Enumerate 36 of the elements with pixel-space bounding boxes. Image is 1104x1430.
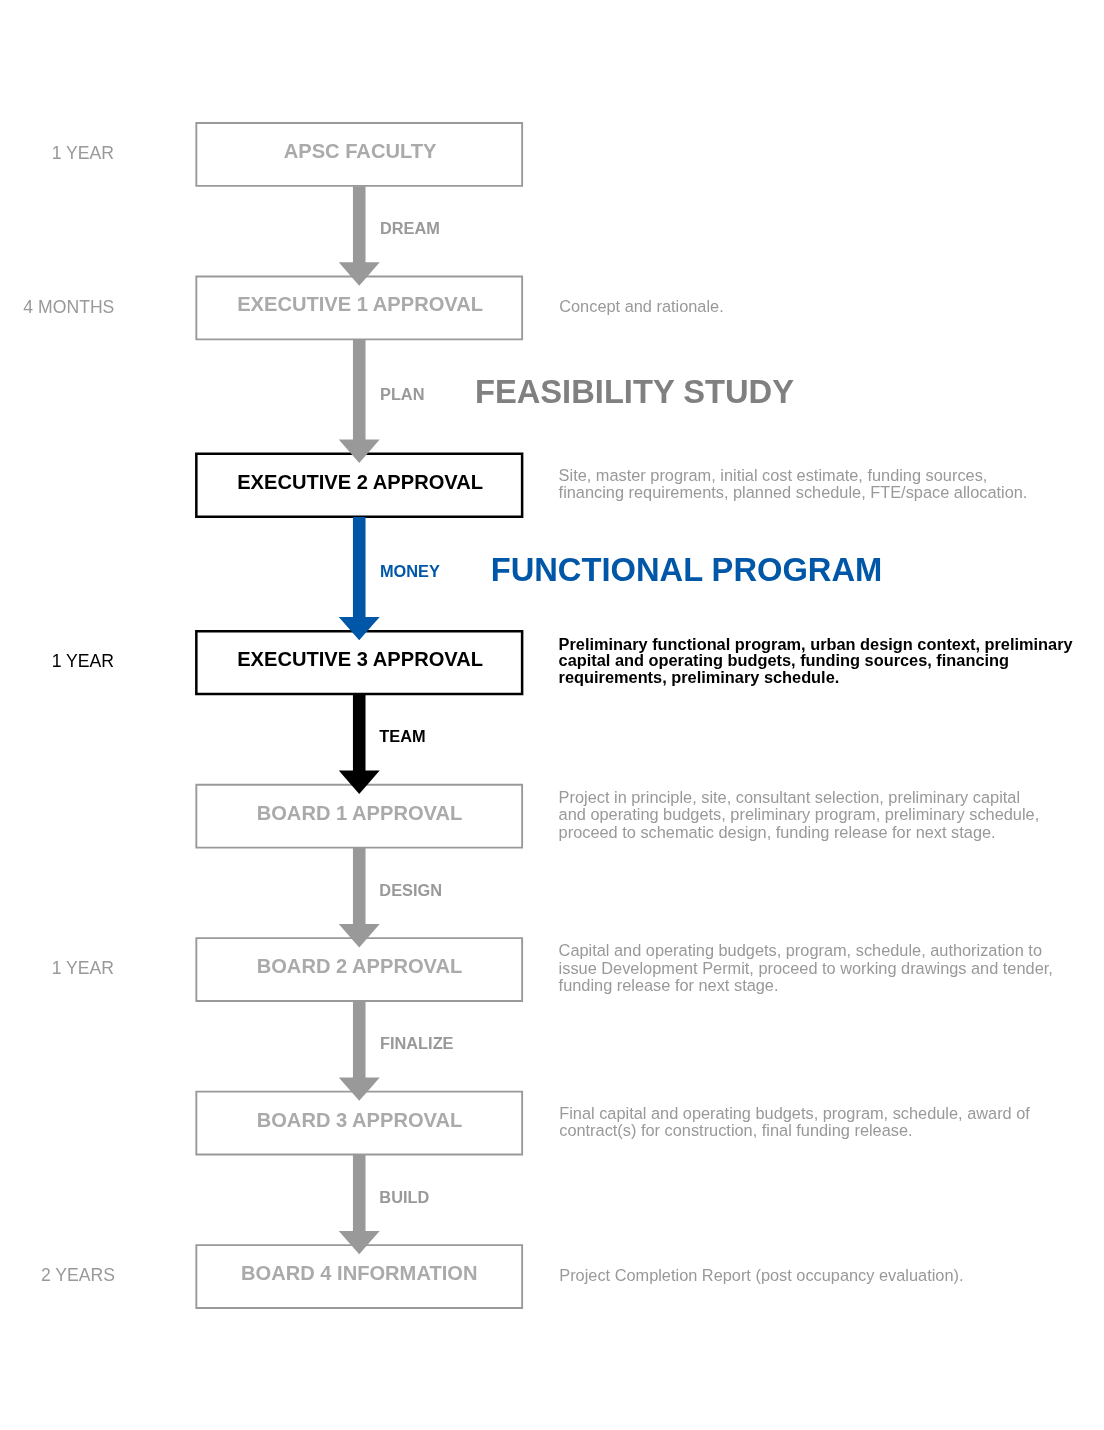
node-label: Concept and rationale.	[559, 296, 724, 315]
label: 2 YEARS	[40, 1264, 116, 1285]
node-label: Capital and operating budgets, program, schedule, authorization to issue Development Permit, proceed to working drawings and tender, funding release for next stage.	[558, 940, 1053, 994]
node-box: BOARD 2 APPROVAL	[195, 936, 524, 1002]
label: 1 YEAR	[51, 650, 114, 671]
edge-label: PLAN	[379, 384, 425, 403]
label: 4 MONTHS	[23, 296, 115, 317]
arrow	[338, 185, 380, 286]
node-label: Preliminary functional program, urban design context, preliminary capital and operating budgets, funding sources, financing requirements, preliminary schedule.	[558, 634, 1073, 686]
arrow	[338, 339, 380, 463]
label: 1 YEAR	[51, 142, 114, 163]
edge-label: DREAM	[379, 218, 440, 237]
arrow	[338, 693, 380, 794]
node-label: Site, master program, initial cost estimate, funding sources, financing requirements, planned schedule, FTE/space allocation.	[558, 465, 1028, 501]
edge-label: FINALIZE	[379, 1033, 454, 1052]
node-label: Final capital and operating budgets, program, schedule, award of contract(s) for construction, final funding release.	[559, 1103, 1030, 1139]
edge-label: BUILD	[379, 1187, 430, 1206]
label: FEASIBILITY STUDY	[474, 372, 794, 410]
node-box: BOARD 3 APPROVAL	[195, 1090, 524, 1155]
arrow	[338, 1154, 380, 1254]
edge-label: TEAM	[379, 726, 426, 745]
node-box: EXECUTIVE 1 APPROVAL	[195, 275, 524, 340]
node-box: BOARD 1 APPROVAL	[195, 783, 524, 849]
node-box: EXECUTIVE 3 APPROVAL	[195, 629, 524, 695]
node-label: Project Completion Report (post occupancy evaluation).	[559, 1265, 964, 1284]
node-label: Project in principle, site, consultant selection, preliminary capital and operating budgets, preliminary program, preliminary schedule, proceed to schematic design, funding release for next stage.	[558, 787, 1040, 841]
label: 1 YEAR	[51, 957, 114, 978]
edge-label: DESIGN	[379, 880, 443, 899]
label: FUNCTIONAL PROGRAM	[490, 550, 883, 588]
arrow	[338, 516, 380, 640]
node-box: EXECUTIVE 2 APPROVAL	[195, 452, 524, 518]
node-box: APSC FACULTY	[195, 121, 524, 187]
node-box: BOARD 4 INFORMATION	[195, 1243, 524, 1309]
arrow	[338, 1000, 380, 1101]
edge-label: MONEY	[379, 561, 440, 580]
arrow	[338, 847, 380, 947]
